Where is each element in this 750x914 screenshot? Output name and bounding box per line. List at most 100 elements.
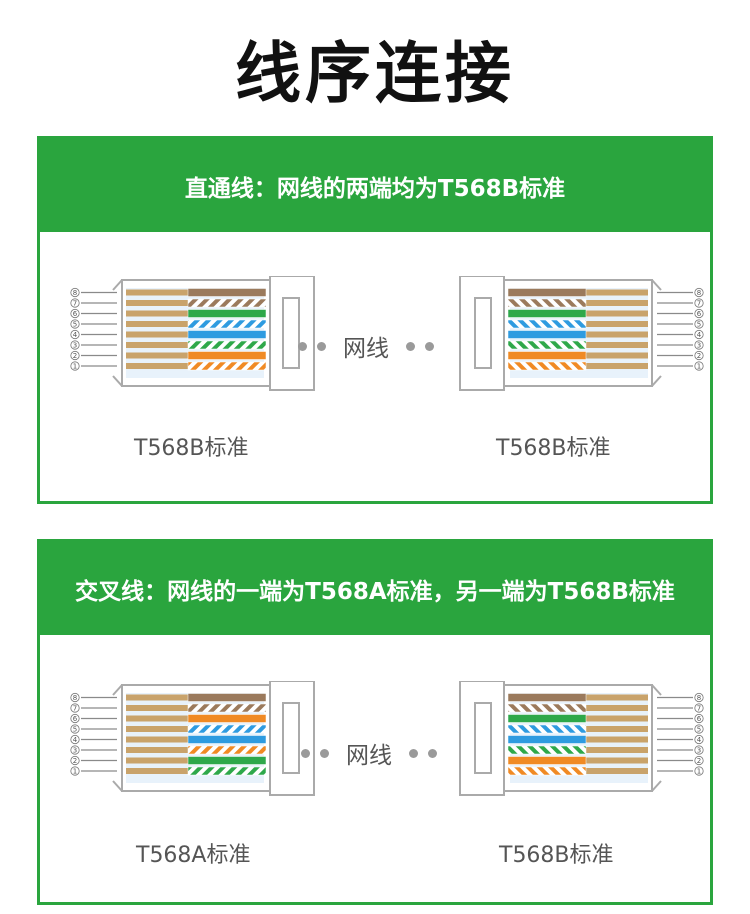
- pin-number: 8: [697, 694, 701, 702]
- connector-edge: [651, 780, 662, 792]
- dot-icon: [406, 341, 415, 351]
- wire-white-orange: [507, 361, 587, 371]
- wire-brown: [507, 288, 587, 297]
- pin-number: 3: [697, 342, 701, 350]
- pin-number: 2: [73, 352, 77, 360]
- pin-number-marker: [694, 713, 704, 724]
- pin-number: 6: [73, 715, 78, 723]
- pin-number-marker: [694, 319, 704, 329]
- pin-number-marker: [70, 755, 80, 766]
- gold-contact: [126, 726, 188, 732]
- wire-brown: [507, 693, 587, 702]
- wire-green: [187, 309, 267, 318]
- wire-brown: [187, 693, 267, 702]
- pin-number-marker: [70, 703, 80, 713]
- gold-contact: [126, 705, 188, 711]
- pin-number: 7: [73, 300, 77, 308]
- pin-number-marker: [694, 361, 704, 371]
- gold-contact: [586, 715, 648, 722]
- wire-blue: [507, 735, 587, 744]
- pin-number: 5: [697, 726, 701, 734]
- pin-number: 8: [73, 289, 77, 297]
- pin-number: 8: [73, 694, 77, 702]
- gold-contact: [126, 352, 188, 359]
- wire-white-brown: [507, 298, 587, 308]
- pin-number: 8: [697, 289, 701, 297]
- wire-white-orange: [187, 745, 267, 755]
- wire-orange: [187, 714, 267, 723]
- connector-edge: [112, 375, 123, 387]
- pin-number: 3: [73, 747, 77, 755]
- wire-brown: [187, 288, 267, 297]
- gold-contact: [126, 310, 188, 317]
- page-title: 线序连接: [235, 35, 515, 112]
- gold-contact: [586, 352, 648, 359]
- connector-latch: [474, 702, 492, 774]
- pin-number: 7: [697, 300, 701, 308]
- connector-caption-right: T568B标准: [496, 436, 611, 461]
- pin-number-marker: [694, 329, 704, 340]
- pin-number: 4: [697, 736, 702, 744]
- pin-number: 6: [697, 715, 702, 723]
- pin-number: 1: [73, 363, 77, 371]
- gold-contact: [126, 363, 188, 369]
- connector-latch: [474, 297, 492, 369]
- connector-caption-left: T568A标准: [136, 843, 251, 868]
- gold-contact: [126, 289, 188, 296]
- pin-number: 2: [697, 352, 701, 360]
- dot-icon: [301, 748, 310, 758]
- gold-contact: [586, 300, 648, 306]
- pin-number-marker: [70, 308, 80, 319]
- wire-green: [187, 756, 267, 765]
- gold-contact: [126, 715, 188, 722]
- cable-label: 网线: [343, 336, 389, 362]
- connector-edge: [651, 684, 662, 696]
- gold-contact: [126, 321, 188, 327]
- gold-contact: [586, 321, 648, 327]
- pin-number-marker: [694, 703, 704, 713]
- pin-number: 6: [73, 310, 78, 318]
- connector-edge: [112, 780, 123, 792]
- wire-white-green: [187, 766, 267, 776]
- wire-white-blue: [187, 319, 267, 329]
- pin-number: 4: [697, 331, 702, 339]
- wire-white-brown: [187, 298, 267, 308]
- panel-heading: 直通线：网线的两端均为T568B标准: [40, 139, 710, 232]
- wire-white-brown: [507, 703, 587, 713]
- cable-label: 网线: [346, 743, 392, 769]
- pin-number: 4: [73, 736, 78, 744]
- gold-contact: [586, 726, 648, 732]
- gold-contact: [586, 768, 648, 774]
- connector-latch: [282, 297, 300, 369]
- pin-number-marker: [70, 298, 80, 308]
- pin-number: 4: [73, 331, 78, 339]
- cable-indicator: 网线: [296, 736, 442, 770]
- pin-number: 3: [697, 747, 701, 755]
- pin-number-marker: [694, 766, 704, 776]
- connector-boot: [459, 276, 505, 391]
- gold-contact: [586, 705, 648, 711]
- wire-white-blue: [187, 724, 267, 734]
- gold-contact: [586, 747, 648, 753]
- pin-number-marker: [70, 766, 80, 776]
- pin-number-marker: [694, 692, 704, 703]
- pin-number-marker: [694, 755, 704, 766]
- pin-number: 1: [73, 768, 77, 776]
- gold-contact: [586, 757, 648, 764]
- pin-number-marker: [694, 340, 704, 350]
- gold-contact: [126, 300, 188, 306]
- pin-number: 5: [73, 321, 77, 329]
- dot-icon: [320, 748, 329, 758]
- wire-white-blue: [507, 319, 587, 329]
- wire-white-orange: [507, 766, 587, 776]
- gold-contact: [126, 331, 188, 338]
- wire-white-green: [507, 745, 587, 755]
- gold-contact: [586, 694, 648, 701]
- pin-number-marker: [70, 734, 80, 745]
- pin-number-marker: [70, 724, 80, 734]
- dot-icon: [425, 341, 434, 351]
- pin-number-marker: [70, 361, 80, 371]
